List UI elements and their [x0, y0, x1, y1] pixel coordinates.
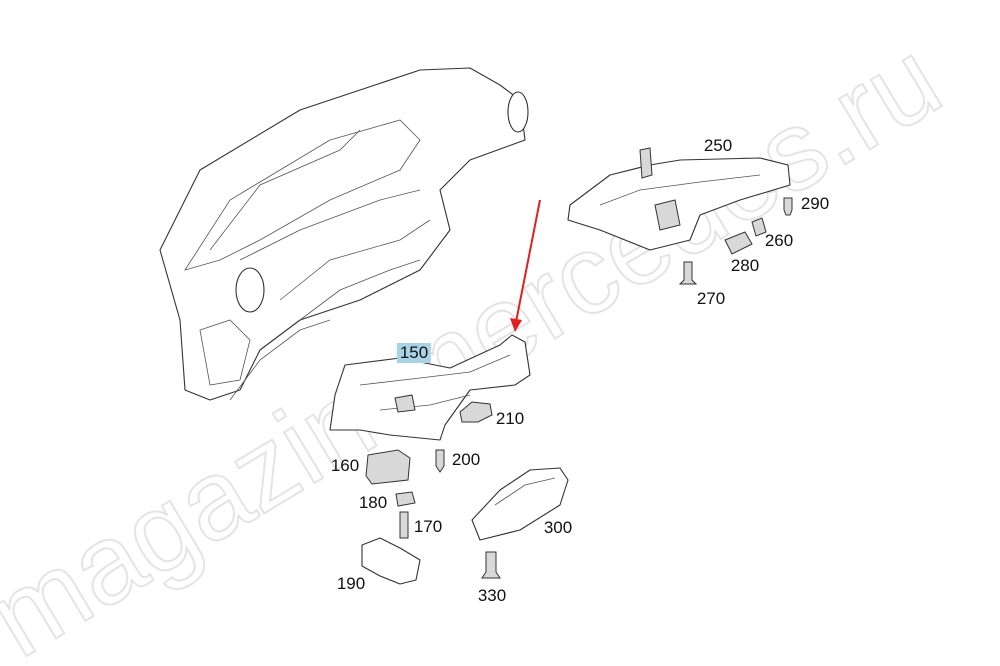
- part-250-drawing: [567, 147, 791, 251]
- part-210-drawing: [459, 401, 493, 423]
- label-180[interactable]: 180: [358, 493, 388, 512]
- dashboard-drawing: [159, 67, 529, 401]
- label-250[interactable]: 250: [703, 136, 733, 155]
- part-300-drawing: [471, 467, 569, 541]
- label-330[interactable]: 330: [477, 586, 507, 605]
- label-270[interactable]: 270: [696, 289, 726, 308]
- label-280[interactable]: 280: [730, 256, 760, 275]
- label-150-highlighted[interactable]: 150: [396, 343, 432, 363]
- label-260[interactable]: 260: [764, 231, 794, 250]
- part-170-drawing: [399, 511, 409, 539]
- part-270-drawing: [678, 261, 698, 285]
- label-190[interactable]: 190: [336, 574, 366, 593]
- label-300[interactable]: 300: [543, 518, 573, 537]
- part-330-drawing: [481, 551, 501, 579]
- indicator-arrow: [510, 199, 541, 332]
- part-280-drawing: [724, 231, 753, 255]
- part-150-drawing: [329, 334, 531, 441]
- part-190-drawing: [361, 537, 421, 585]
- label-290[interactable]: 290: [800, 194, 830, 213]
- part-290-drawing: [783, 197, 793, 216]
- label-160[interactable]: 160: [330, 456, 360, 475]
- part-160-drawing: [365, 449, 411, 485]
- label-200[interactable]: 200: [451, 450, 481, 469]
- label-170[interactable]: 170: [413, 517, 443, 536]
- part-180-drawing: [395, 491, 416, 507]
- part-260-drawing: [751, 217, 767, 237]
- label-210[interactable]: 210: [495, 409, 525, 428]
- part-200-drawing: [435, 449, 445, 473]
